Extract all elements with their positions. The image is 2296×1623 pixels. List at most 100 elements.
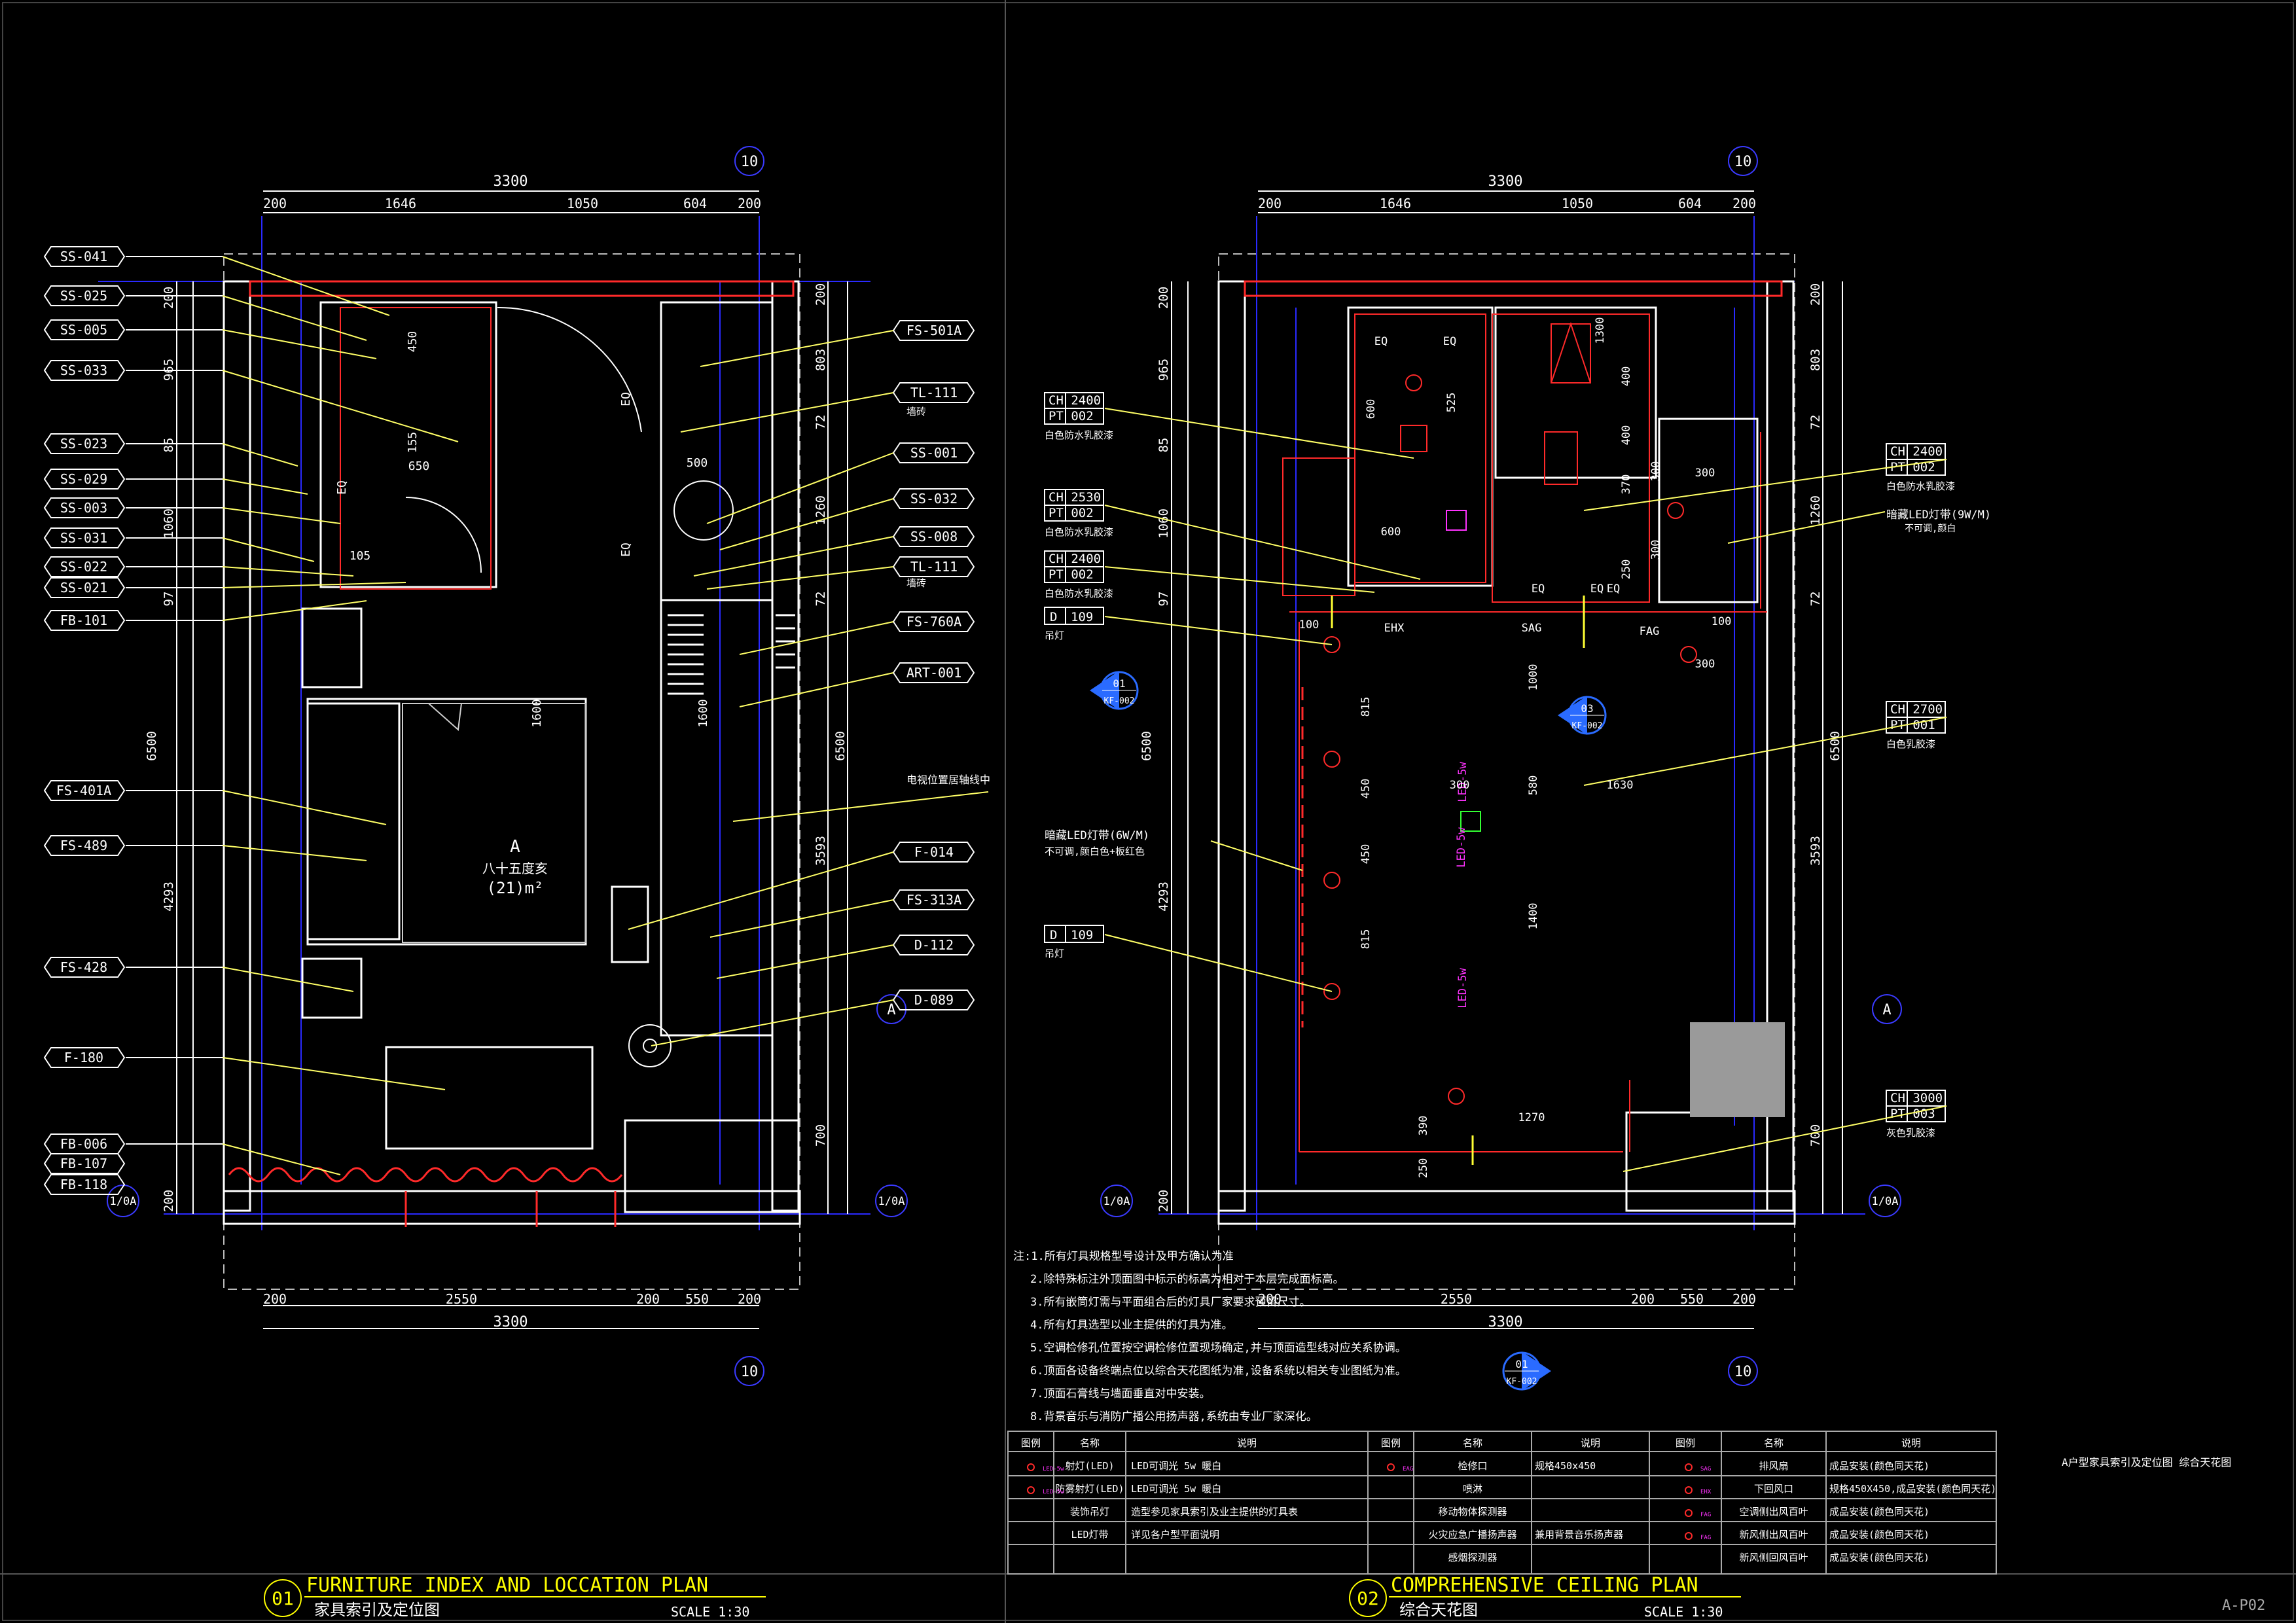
plan1-tag-right: FS-313A (906, 892, 961, 908)
ceiling-inner-label: 300 (1649, 461, 1662, 482)
svg-text:1600: 1600 (696, 699, 710, 727)
legend-symbol-icon (1027, 1486, 1035, 1494)
leader (706, 452, 894, 524)
plan1-tag-left: SS-025 (60, 288, 107, 304)
plan1-dim-top-a: 200 (263, 196, 287, 211)
curtain-line (228, 1167, 623, 1183)
svg-text:6500: 6500 (145, 731, 159, 761)
note-line: 5.空调检修孔位置按空调检修位置现场确定,并与顶面造型线对应关系协调。 (1030, 1342, 1407, 1355)
ceiling-plan (1007, 190, 1997, 1575)
note-line: 6.顶面各设备终端点位以综合天花图纸为准,设备系统以相关专业图纸为准。 (1030, 1364, 1407, 1378)
led-note-right-1: 暗藏LED灯带(9W/M) (1886, 508, 1991, 522)
tag-box (43, 556, 126, 577)
svg-text:85: 85 (162, 438, 176, 453)
legend-header: 图例 (1381, 1437, 1401, 1449)
leader (222, 443, 298, 467)
svg-text:700: 700 (814, 1124, 828, 1147)
brick-band (249, 280, 795, 297)
svg-text:6500: 6500 (833, 731, 848, 761)
ceiling-inner-label: 600 (1381, 526, 1401, 539)
plan1-tag-left: FS-489 (60, 838, 107, 853)
ch-value: CH 2400 (1049, 393, 1101, 408)
plan1-dim-top-d: 604 (683, 196, 707, 211)
svg-text:4293: 4293 (162, 882, 176, 912)
plan1-grid-bubble-bottom (734, 1356, 764, 1386)
section-ref: KF-002 (1104, 696, 1135, 706)
legend-symbol-tag: FAG (1700, 1512, 1711, 1518)
ceiling-inner-label: 250 (1417, 1158, 1430, 1179)
section-number: 03 (1581, 702, 1593, 715)
tag-box (43, 433, 126, 454)
plan1-grid-1-0a-right: 1/0A (878, 1195, 905, 1208)
ceiling-inner-label: EQ (1374, 335, 1388, 348)
return-grille (1544, 431, 1578, 485)
ceiling-inner-label: 1300 (1594, 317, 1607, 344)
svg-text:105: 105 (350, 549, 371, 563)
bed (402, 703, 586, 943)
leader (222, 329, 377, 359)
leader (1727, 511, 1886, 544)
plan1-tag-left: SS-029 (60, 471, 107, 487)
legend-symbol-icon (1685, 1509, 1693, 1517)
ceiling-inner-label: 600 (1365, 399, 1378, 419)
leader (222, 790, 387, 825)
room-name: 八十五度亥 (482, 861, 548, 876)
leader (739, 672, 894, 707)
plan2-grid-1-0a-left: 1/0A (1103, 1195, 1130, 1208)
leader (222, 370, 459, 442)
plan1-left-tags: SS-041SS-025SS-005SS-033SS-023SS-029SS-0… (43, 246, 459, 1195)
leader (222, 845, 367, 861)
plan2-grid-bottom: 10 (1734, 1364, 1752, 1380)
plan1-tag-right: SS-032 (910, 491, 958, 507)
svg-text:3593: 3593 (814, 836, 828, 866)
plan1-tag-left: FB-107 (60, 1156, 107, 1171)
tag-box (43, 610, 126, 631)
svg-text:1060: 1060 (1157, 508, 1171, 539)
plan1-tag-right: ART-001 (906, 665, 961, 681)
tag-box (43, 497, 126, 518)
plan1-title-cn: 家具索引及定位图 (314, 1601, 440, 1619)
leader (222, 256, 390, 316)
ceiling-inner-label: EQ (1590, 582, 1604, 596)
ch-value: CH 2700 (1890, 702, 1943, 717)
plan1-tag-right: SS-008 (910, 529, 958, 544)
sheet-number: A-P02 (2222, 1597, 2265, 1614)
note-line: 4.所有灯具选型以业主提供的灯具为准。 (1030, 1319, 1232, 1332)
legend-symbol-tag: SAG (1700, 1466, 1711, 1472)
d-number: 109 (1071, 928, 1093, 942)
note-line: 注:1.所有灯具规格型号设计及甲方确认为准 (1013, 1250, 1234, 1263)
legend-cell: 感烟探测器 (1448, 1552, 1497, 1563)
ceiling-inner-label: LED-5w (1456, 968, 1469, 1008)
plan2-dim-top-d: 604 (1678, 196, 1702, 211)
legend-symbol-icon (1685, 1532, 1693, 1540)
svg-text:1060: 1060 (162, 508, 176, 539)
slab-outline-2 (1218, 253, 1795, 1290)
leader (716, 944, 894, 979)
dim-lines-2 (1171, 190, 1843, 1329)
svg-text:EQ: EQ (335, 480, 349, 495)
legend-symbol-tag: LED-5w (1043, 1489, 1064, 1495)
ceiling-inner-label: 300 (1695, 658, 1715, 671)
legend-cell: 空调侧出风百叶 (1739, 1506, 1808, 1518)
legend-symbol-tag: EAG (1403, 1466, 1413, 1472)
svg-text:72: 72 (1808, 592, 1823, 607)
led-note-left-1: 暗藏LED灯带(6W/M) (1045, 829, 1149, 842)
leader (680, 392, 894, 433)
plan1-tag-left: SS-003 (60, 500, 107, 516)
walls (223, 280, 801, 1225)
legend-symbol-icon (1685, 1486, 1693, 1494)
leader (222, 507, 341, 524)
ceiling-red-band (1244, 280, 1783, 297)
d-letter: D (1050, 610, 1057, 624)
ch-note: 白色乳胶漆 (1886, 738, 1935, 750)
legend-header: 图例 (1021, 1437, 1041, 1449)
legend-cell: 装饰吊灯 (1070, 1506, 1109, 1518)
tag-box (43, 285, 126, 306)
plan1-tag-right: SS-001 (910, 445, 958, 461)
legend-cell: 详见各户型平面说明 (1131, 1529, 1219, 1541)
